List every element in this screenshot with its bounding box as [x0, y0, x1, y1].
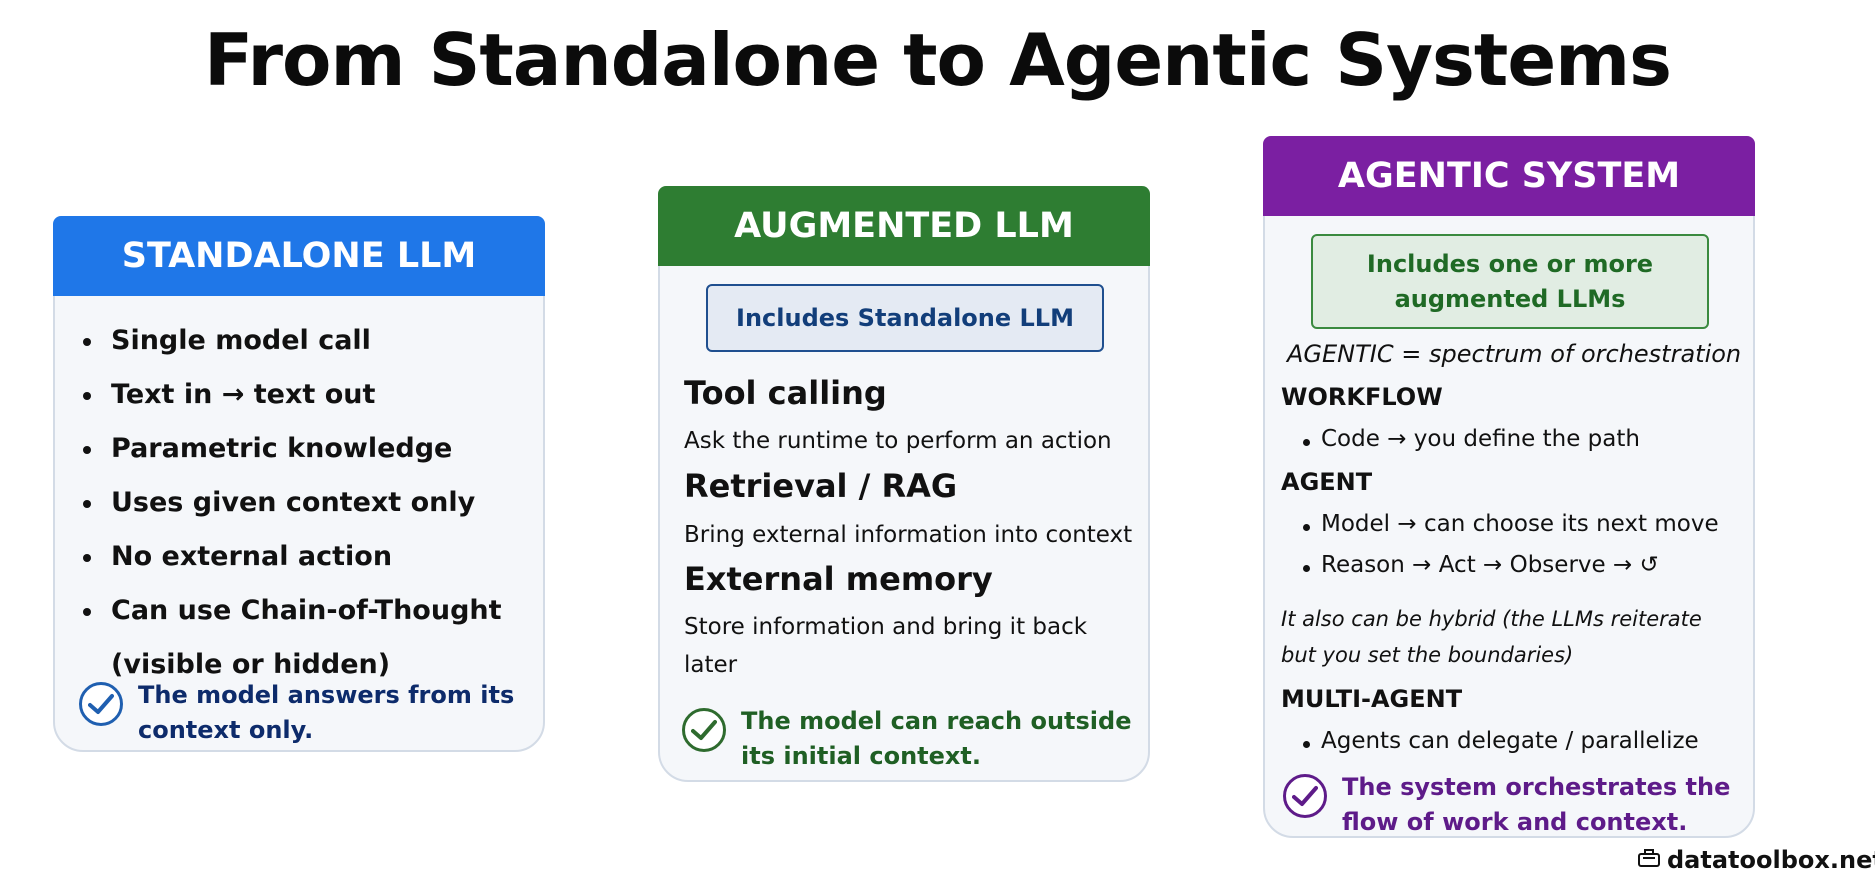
toolbox-icon — [1637, 845, 1661, 875]
standalone-bullet: Single model call — [83, 314, 523, 368]
summary-line: The model answers from its — [138, 681, 515, 709]
standalone-bullet-list: Single model call Text in → text out Par… — [83, 314, 523, 692]
check-circle-icon — [79, 682, 123, 726]
external-memory-title: External memory — [684, 560, 993, 598]
includes-standalone-box: Includes Standalone LLM — [706, 284, 1104, 352]
standalone-bullet: Can use Chain-of-Thought — [83, 584, 523, 638]
augmented-llm-card: AUGMENTED LLM Includes Standalone LLM To… — [658, 186, 1150, 782]
tool-calling-title: Tool calling — [684, 374, 887, 412]
summary-line: The model can reach outside — [741, 707, 1132, 735]
augmented-llm-header: AUGMENTED LLM — [658, 186, 1150, 266]
hybrid-note-line: It also can be hybrid (the LLMs reiterat… — [1281, 607, 1702, 631]
standalone-bullet: No external action — [83, 530, 523, 584]
hybrid-note-line: but you set the boundaries) — [1281, 643, 1574, 667]
agent-heading: AGENT — [1281, 468, 1373, 496]
external-memory-desc: Store information and bring it back late… — [684, 614, 1088, 678]
workflow-bullet: Code → you define the path — [1303, 426, 1640, 452]
check-circle-icon — [682, 708, 726, 752]
standalone-bullet: Uses given context only — [83, 476, 523, 530]
standalone-bullet: Text in → text out — [83, 368, 523, 422]
multi-agent-heading: MULTI-AGENT — [1281, 685, 1463, 713]
standalone-summary-text: The model answers from its context only. — [138, 678, 514, 748]
summary-line: The system orchestrates the — [1342, 773, 1731, 801]
augmented-summary: The model can reach outside its initial … — [682, 704, 1131, 774]
standalone-llm-header: STANDALONE LLM — [53, 216, 545, 296]
retrieval-rag-desc: Bring external information into context — [684, 522, 1133, 548]
standalone-bullet-continuation: (visible or hidden) — [111, 649, 391, 680]
hybrid-note: It also can be hybrid (the LLMs reiterat… — [1281, 601, 1702, 673]
standalone-summary: The model answers from its context only. — [79, 678, 514, 748]
includes-line: augmented LLMs — [1394, 284, 1626, 313]
agent-bullet: Model → can choose its next move — [1303, 511, 1719, 537]
tool-calling-desc: Ask the runtime to perform an action — [684, 428, 1112, 454]
summary-line: flow of work and context. — [1342, 808, 1688, 836]
agent-bullet: Reason → Act → Observe → ↺ — [1303, 552, 1659, 578]
check-circle-icon — [1283, 774, 1327, 818]
agentic-summary: The system orchestrates the flow of work… — [1283, 770, 1730, 840]
summary-line: context only. — [138, 716, 314, 744]
summary-line: its initial context. — [741, 742, 981, 770]
standalone-bullet: Parametric knowledge — [83, 422, 523, 476]
agentic-system-header: AGENTIC SYSTEM — [1263, 136, 1755, 216]
page-title: From Standalone to Agentic Systems — [203, 18, 1672, 102]
workflow-heading: WORKFLOW — [1281, 383, 1443, 411]
spectrum-caption: AGENTIC = spectrum of orchestration — [1287, 340, 1742, 368]
multi-agent-bullet: Agents can delegate / parallelize — [1303, 728, 1699, 754]
retrieval-rag-title: Retrieval / RAG — [684, 467, 958, 505]
footer-site-text: datatoolbox.net — [1667, 846, 1875, 874]
agentic-system-card: AGENTIC SYSTEM Includes one or more augm… — [1263, 136, 1755, 838]
includes-line: Includes one or more — [1366, 249, 1654, 278]
agentic-summary-text: The system orchestrates the flow of work… — [1342, 770, 1730, 840]
includes-augmented-box: Includes one or more augmented LLMs — [1311, 234, 1709, 329]
standalone-llm-card: STANDALONE LLM Single model call Text in… — [53, 216, 545, 752]
augmented-summary-text: The model can reach outside its initial … — [741, 704, 1131, 774]
footer-brand: datatoolbox.net — [1637, 845, 1875, 875]
